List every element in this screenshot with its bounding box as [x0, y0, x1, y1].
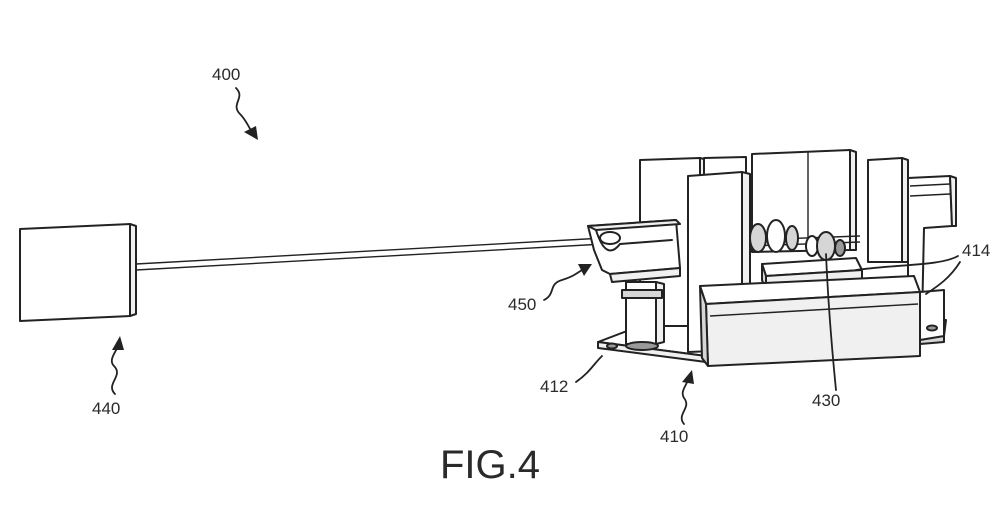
ref-450-group: 450 [508, 264, 592, 314]
leader-450 [543, 269, 583, 301]
leader-400 [235, 87, 253, 133]
arrowhead-450 [578, 264, 592, 276]
arrowhead-440 [112, 336, 124, 350]
arrowhead-400 [244, 126, 258, 140]
leader-414-b [925, 261, 961, 295]
label-440: 440 [92, 399, 120, 418]
ref-410-group: 410 [660, 370, 694, 446]
ref-400-group: 400 [212, 65, 258, 140]
connecting-rod [135, 237, 605, 271]
figure-caption: FIG.4 [440, 443, 540, 487]
leader-430 [825, 253, 837, 391]
target-panel [19, 223, 137, 322]
arrowhead-410 [682, 370, 694, 384]
shaft-assembly [749, 219, 861, 261]
ref-414-group: 414 [855, 241, 990, 295]
label-414: 414 [962, 241, 990, 260]
label-400: 400 [212, 65, 240, 84]
ref-440-group: 440 [92, 336, 124, 418]
leader-410 [680, 379, 689, 425]
ref-430-group: 430 [812, 253, 840, 410]
label-430: 430 [812, 391, 840, 410]
ref-412-group: 412 [540, 355, 603, 396]
apparatus [587, 149, 957, 367]
label-450: 450 [508, 295, 536, 314]
label-410: 410 [660, 427, 688, 446]
label-412: 412 [540, 377, 568, 396]
leader-414-a [855, 255, 959, 271]
leader-412 [575, 355, 603, 383]
front-beam-face [705, 291, 921, 367]
leader-440 [110, 345, 119, 395]
